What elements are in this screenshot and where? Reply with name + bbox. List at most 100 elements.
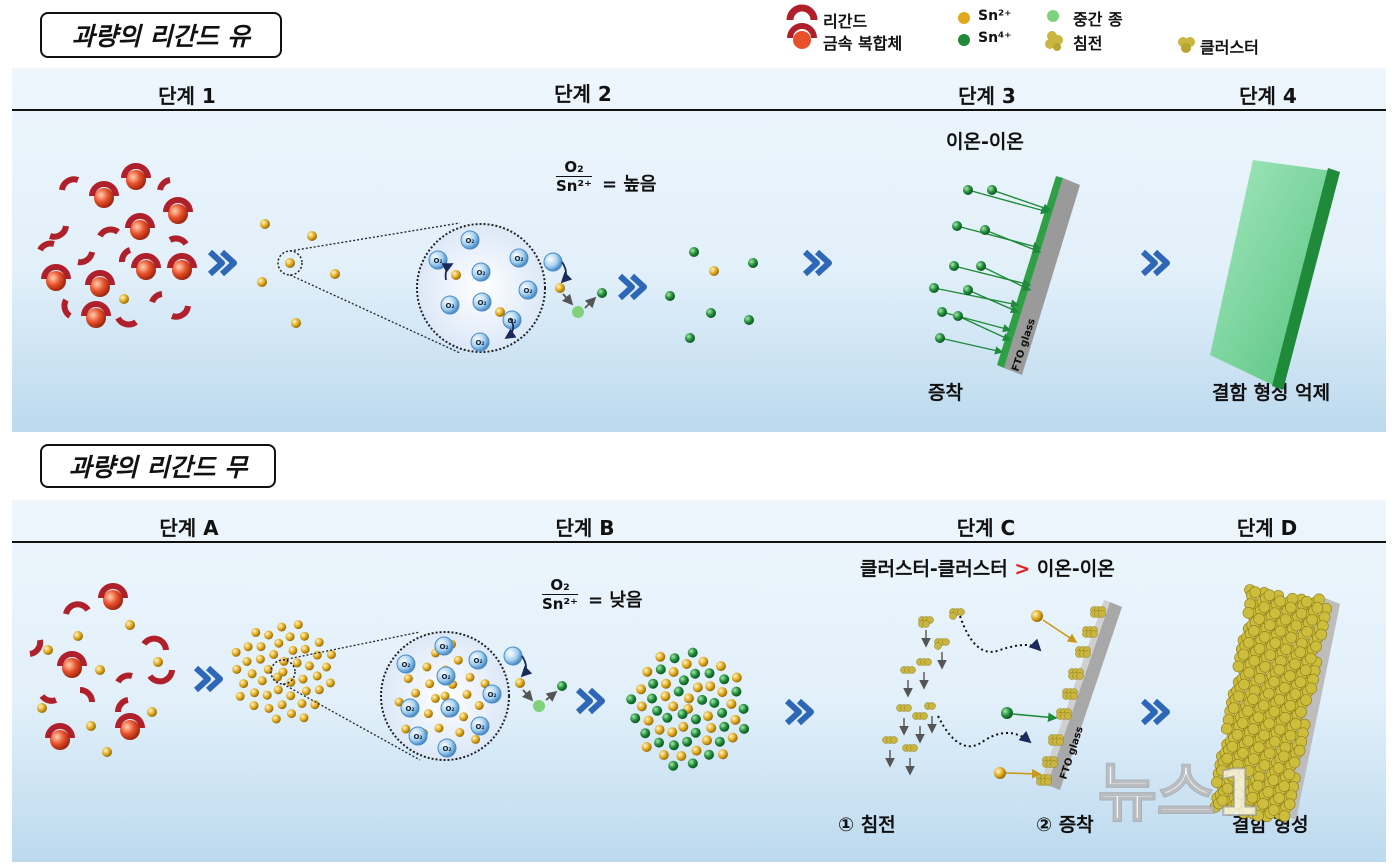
- top-ratio-fraction: O₂ Sn²⁺: [556, 158, 592, 195]
- o2-molecule-icon: O₂: [518, 280, 538, 300]
- o2-molecule-icon: O₂: [470, 332, 490, 352]
- bottom-zoom-contents: O₂ O₂ O₂ O₂ O₂ O₂ O₂ O₂ O₂ O₂: [394, 636, 502, 758]
- svg-text:O₂: O₂: [433, 257, 442, 265]
- stage3-ion-ion-label: 이온-이온: [946, 131, 1024, 153]
- svg-text:O₂: O₂: [439, 643, 448, 651]
- stage-3: 단계 3: [958, 84, 1016, 108]
- chevron-arrow-icon: [207, 249, 1170, 301]
- svg-text:O₂: O₂: [487, 691, 496, 699]
- stageC-label: 클러스터-클러스터 > 이온-이온: [860, 554, 1115, 581]
- chevron-arrow-icon: [193, 665, 1170, 726]
- legend-icons: [786, 4, 1195, 53]
- svg-text:O₂: O₂: [442, 745, 451, 753]
- legend-metal-complex: 금속 복합체: [823, 34, 903, 53]
- deposited-clusters: [1036, 606, 1106, 786]
- svg-text:O₂: O₂: [465, 237, 474, 245]
- sn4-ions: [665, 247, 758, 343]
- stage-b: 단계 B: [555, 516, 615, 540]
- stage1-ligand-cluster: [37, 163, 197, 328]
- defect-formation-label: 결함 형성: [1232, 814, 1309, 836]
- top-ratio-label: = 높음: [602, 174, 657, 195]
- ion-ion-deposition-arrows: [929, 185, 1052, 355]
- yellow-defect-film: [1209, 584, 1333, 823]
- o2-molecule-icon: O₂: [440, 295, 460, 315]
- o2-molecule-icon: O₂: [400, 698, 420, 718]
- bottom-ratio-fraction: O₂ Sn²⁺: [542, 576, 578, 613]
- o2-molecule-icon: O₂: [396, 654, 416, 674]
- precipitate-legend-icon: [1045, 31, 1063, 51]
- metal-complex-legend-icon: [793, 31, 811, 49]
- svg-text:O₂: O₂: [441, 673, 450, 681]
- ligand: [37, 163, 197, 328]
- o2-molecule-icon: O₂: [434, 636, 454, 656]
- o2-molecule-icon: O₂: [471, 262, 491, 282]
- bottom-deposition-label: ② 증착: [1036, 814, 1094, 836]
- top-title-box: 과량의 리간드 유: [40, 12, 282, 58]
- legend-sn4: Sn⁴⁺: [978, 30, 1012, 46]
- legend-ligand: 리간드: [823, 12, 868, 31]
- top-ratio-denominator: Sn²⁺: [556, 177, 592, 195]
- stageC-ion-label: 이온-이온: [1036, 558, 1115, 580]
- legend-precipitate: 침전: [1073, 34, 1103, 53]
- stageC-cluster-label: 클러스터-클러스터: [860, 558, 1008, 580]
- sn2-ion: [119, 294, 129, 304]
- o2-molecule-icon: O₂: [437, 738, 457, 758]
- stageC-gt: >: [1014, 558, 1031, 580]
- svg-text:O₂: O₂: [514, 255, 523, 263]
- stage2-sn2-ions: [257, 219, 340, 328]
- stage-d: 단계 D: [1236, 516, 1298, 540]
- sn4-legend-icon: [958, 34, 970, 46]
- stage-1: 단계 1: [158, 84, 216, 108]
- bottom-ratio-label: = 낮음: [588, 590, 643, 611]
- o2-molecule-icon: O₂: [468, 650, 488, 670]
- o2-molecule-icon: O₂: [482, 684, 502, 704]
- stageA-ligand-cluster: [29, 583, 175, 757]
- top-ratio-numerator: O₂: [556, 158, 592, 177]
- o2-molecule-icon: O₂: [408, 726, 428, 746]
- svg-text:O₂: O₂: [413, 733, 422, 741]
- metal-complex: [46, 170, 192, 328]
- svg-text:O₂: O₂: [475, 339, 484, 347]
- defect-suppression-label: 결함 형성 억제: [1212, 382, 1331, 404]
- watermark-logo: 뉴스1: [1097, 756, 1261, 832]
- bottom-ratio-denominator: Sn²⁺: [542, 595, 578, 613]
- intermediate-legend-icon: [1047, 10, 1059, 22]
- legend-sn2: Sn²⁺: [978, 8, 1012, 24]
- o2-molecule-icon: O₂: [509, 248, 529, 268]
- svg-text:O₂: O₂: [445, 705, 454, 713]
- o2-molecule-icon: O₂: [428, 250, 448, 270]
- stage-a: 단계 A: [159, 516, 219, 540]
- stageB-sn2-cloud: [231, 620, 336, 724]
- svg-text:O₂: O₂: [445, 302, 454, 310]
- stage-4: 단계 4: [1239, 84, 1297, 108]
- svg-text:O₂: O₂: [477, 299, 486, 307]
- cluster-legend-icon: [1178, 37, 1195, 53]
- o2-molecule-icon: O₂: [460, 230, 480, 250]
- bottom-title-box: 과량의 리간드 무: [40, 444, 276, 488]
- svg-text:O₂: O₂: [401, 661, 410, 669]
- svg-text:O₂: O₂: [405, 705, 414, 713]
- stage3-substrate: [997, 176, 1080, 375]
- ligand-legend-icon: [786, 4, 818, 21]
- bottom-divider: [12, 541, 1386, 543]
- svg-text:O₂: O₂: [475, 723, 484, 731]
- deposition-label: 증착: [928, 382, 963, 404]
- mixed-ion-cloud: [626, 647, 750, 771]
- stage-2: 단계 2: [554, 82, 612, 106]
- precipitation-label: ① 침전: [838, 814, 896, 836]
- o2-molecule-icon: O₂: [472, 292, 492, 312]
- legend-cluster: 클러스터: [1200, 38, 1259, 57]
- stage4-smooth-film: [1210, 160, 1340, 390]
- o2-molecule-icon: O₂: [470, 716, 490, 736]
- precipitate-columns: [882, 608, 965, 776]
- svg-text:O₂: O₂: [473, 657, 482, 665]
- o2-molecule-icon: O₂: [436, 666, 456, 686]
- sn2-legend-icon: [958, 12, 970, 24]
- stage-c: 단계 C: [956, 516, 1016, 540]
- top-title: 과량의 리간드 유: [71, 22, 251, 51]
- o2-molecule-icon: O₂: [440, 698, 460, 718]
- bottom-ratio-numerator: O₂: [542, 576, 578, 595]
- top-divider: [12, 109, 1386, 111]
- legend-intermediate: 중간 종: [1073, 10, 1123, 29]
